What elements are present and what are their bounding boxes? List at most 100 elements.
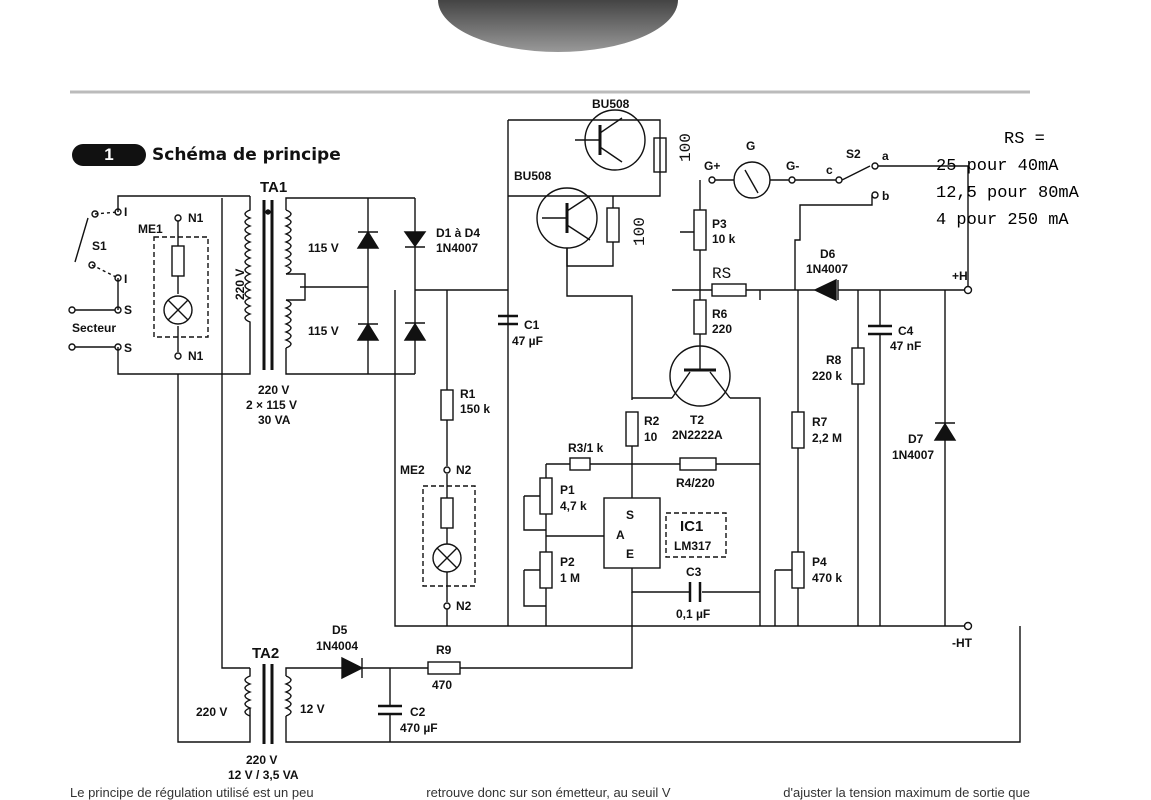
label-d5-ref: 1N4004 [316, 639, 358, 653]
label-n1a: N1 [188, 211, 204, 225]
article-text: Le principe de régulation utilisé est un… [70, 785, 1030, 800]
rs-note: RS = 25 pour 40mA 12,5 pour 80mA 4 pour 250… [936, 126, 1079, 234]
label-r7: R7 [812, 415, 828, 429]
label-c4: C4 [898, 324, 914, 338]
label-r100a: 100 [677, 133, 695, 162]
label-g: G [746, 139, 755, 153]
label-i1: I [124, 205, 127, 219]
label-d5: D5 [332, 623, 348, 637]
rs-note-line4: 4 pour 250 mA [936, 211, 1069, 230]
article-col2: retrouve donc sur son émetteur, au seuil… [426, 785, 671, 800]
label-sa: S [124, 303, 132, 317]
label-r6: R6 [712, 307, 728, 321]
figure-number: 1 [72, 144, 146, 166]
label-c3: C3 [686, 565, 702, 579]
label-ta2-spec1: 220 V [246, 753, 277, 767]
label-r8-value: 220 k [812, 369, 842, 383]
label-me2: ME2 [400, 463, 425, 477]
label-d6: D6 [820, 247, 836, 261]
label-ta1: TA1 [260, 179, 287, 196]
label-r1: R1 [460, 387, 476, 401]
ta1-transformer [244, 196, 415, 375]
output-section [774, 278, 973, 631]
label-gminus: G- [786, 159, 799, 173]
label-ta1-spec3: 30 VA [258, 413, 291, 427]
label-b: b [882, 189, 889, 203]
label-n2a: N2 [456, 463, 472, 477]
aux-supply [177, 198, 1021, 744]
bridge-rectifier [356, 198, 508, 374]
figure-title: 1 Schéma de principe [72, 144, 341, 166]
label-bu508a: BU508 [592, 97, 630, 111]
label-minus-ht: -HT [952, 636, 973, 650]
label-r100b: 100 [631, 217, 649, 246]
label-t2: T2 [690, 413, 704, 427]
label-n1b: N1 [188, 349, 204, 363]
me1-neon-lamp [153, 214, 209, 360]
c1-capacitor [498, 120, 518, 626]
label-t2-ref: 2N2222A [672, 428, 723, 442]
label-ta2-spec2: 12 V / 3,5 VA [228, 768, 299, 782]
label-n2b: N2 [456, 599, 472, 613]
label-p4-value: 470 k [812, 571, 842, 585]
label-p1-value: 4,7 k [560, 499, 587, 513]
label-i2: I [124, 272, 127, 286]
label-r9: R9 [436, 643, 452, 657]
rs-note-line2: 25 pour 40mA [936, 157, 1059, 176]
article-col3: d'ajuster la tension maximum de sortie q… [783, 785, 1030, 800]
label-s2: S2 [846, 147, 861, 161]
label-r2-value: 10 [644, 430, 658, 444]
label-pin-s: S [626, 508, 634, 522]
label-p4: P4 [812, 555, 827, 569]
component-labels: TA1 220 V 115 V 115 V 220 V 2 × 115 V 30… [72, 97, 973, 782]
rs-note-line3: 12,5 pour 80mA [936, 184, 1079, 203]
meter-switch [680, 161, 969, 290]
ground-rail [394, 290, 968, 627]
label-rs: RS [712, 265, 731, 283]
rs-t2-stage [632, 283, 815, 626]
label-r9-value: 470 [432, 678, 452, 692]
label-pin-a: A [616, 528, 625, 542]
label-ta2: TA2 [252, 645, 279, 662]
label-secteur: Secteur [72, 321, 116, 335]
label-s1: S1 [92, 239, 107, 253]
label-p2-value: 1 M [560, 571, 580, 585]
label-d7: D7 [908, 432, 924, 446]
label-c2: C2 [410, 705, 426, 719]
bu508-darlington [508, 109, 667, 400]
label-ta1-115b: 115 V [308, 324, 339, 338]
label-bu508b: BU508 [514, 169, 552, 183]
label-r4: R4/220 [676, 476, 715, 490]
label-ta1-220: 220 V [233, 269, 247, 300]
label-p2: P2 [560, 555, 575, 569]
label-p3-value: 10 k [712, 232, 736, 246]
label-d7-ref: 1N4007 [892, 448, 934, 462]
label-me1: ME1 [138, 222, 163, 236]
label-p1: P1 [560, 483, 575, 497]
article-col1: Le principe de régulation utilisé est un… [70, 785, 314, 800]
label-c1-value: 47 µF [512, 334, 543, 348]
me2-neon-lamp [422, 290, 476, 626]
label-ta1-spec2: 2 × 115 V [246, 398, 297, 412]
figure-title-text: Schéma de principe [152, 145, 341, 165]
label-pin-e: E [626, 547, 634, 561]
rs-note-line1: RS = [1004, 130, 1045, 149]
label-r7-value: 2,2 M [812, 431, 842, 445]
label-ic1-ref: LM317 [674, 539, 712, 553]
label-a: a [882, 149, 889, 163]
label-d1d4-ref: 1N4007 [436, 241, 478, 255]
label-gplus: G+ [704, 159, 720, 173]
label-p3: P3 [712, 217, 727, 231]
regulator-section [460, 411, 760, 669]
label-r3: R3/1 k [568, 441, 604, 455]
label-r2: R2 [644, 414, 660, 428]
label-c1: C1 [524, 318, 540, 332]
label-plus-ht: +H [952, 269, 968, 283]
label-r6-value: 220 [712, 322, 732, 336]
mains-input [68, 195, 251, 375]
label-ta2-220: 220 V [196, 705, 227, 719]
label-c2-value: 470 µF [400, 721, 438, 735]
label-r1-value: 150 k [460, 402, 490, 416]
label-ta1-115a: 115 V [308, 241, 339, 255]
